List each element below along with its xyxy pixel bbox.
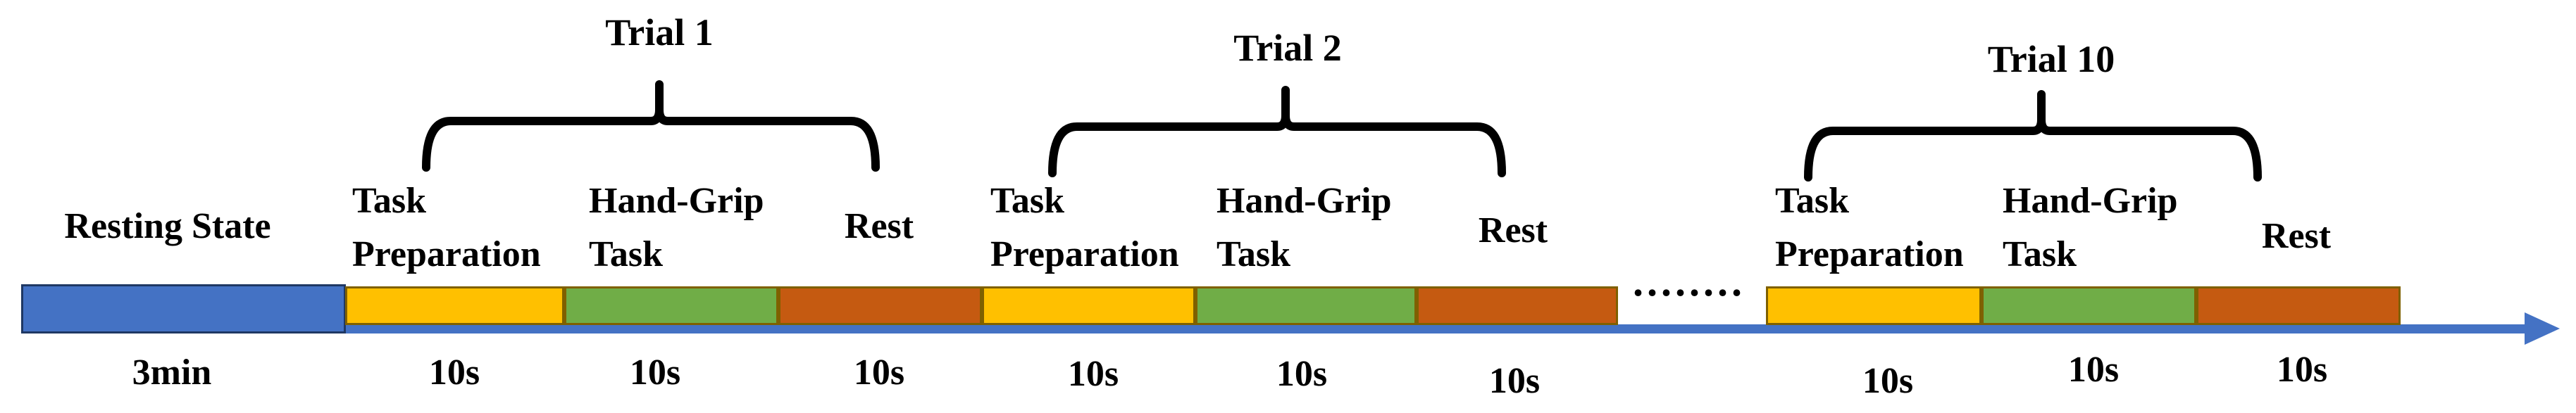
trial10-task-preparation-duration: 10s xyxy=(1862,361,1914,401)
trial10-brace xyxy=(1804,90,2262,182)
trial1-task-preparation-label: Task Preparation xyxy=(352,181,541,274)
trial2-hand-grip-task-label: Hand-Grip Task xyxy=(1217,181,1392,274)
trial2-title: Trial 2 xyxy=(1233,27,1342,69)
trial2-rest-segment xyxy=(1417,286,1618,325)
trial10-hand-grip-task-duration: 10s xyxy=(2067,350,2120,390)
trial10-rest-segment xyxy=(2196,286,2401,325)
trial1-task-preparation-segment xyxy=(345,286,564,325)
trial1-rest-duration: 10s xyxy=(853,352,905,393)
trial1-hand-grip-task-label: Hand-Grip Task xyxy=(589,181,764,274)
trial1-hand-grip-task-segment xyxy=(564,286,778,325)
trial1-brace xyxy=(422,80,880,172)
trial10-hand-grip-task-label: Hand-Grip Task xyxy=(2003,181,2178,274)
resting-state-label: Resting State xyxy=(64,206,271,246)
trial2-task-preparation-segment xyxy=(982,286,1195,325)
trial10-rest-duration: 10s xyxy=(2276,350,2328,390)
trial1-title: Trial 1 xyxy=(605,11,714,53)
trial2-rest-duration: 10s xyxy=(1488,361,1541,401)
timeline-arrowhead-icon xyxy=(2525,312,2560,345)
trial2-hand-grip-task-segment xyxy=(1195,286,1417,325)
timeline-line xyxy=(21,324,2527,333)
trial1-task-preparation-duration: 10s xyxy=(428,352,480,393)
trial10-rest-label: Rest xyxy=(2261,216,2332,256)
trial10-hand-grip-task-segment xyxy=(1981,286,2196,325)
trial2-task-preparation-duration: 10s xyxy=(1067,354,1119,394)
trial1-rest-segment xyxy=(778,286,982,325)
trial2-hand-grip-task-duration: 10s xyxy=(1276,354,1328,394)
trial10-title: Trial 10 xyxy=(1987,38,2115,80)
trial1-rest-label: Rest xyxy=(844,206,914,246)
trial2-brace xyxy=(1048,86,1506,177)
trial10-task-preparation-label: Task Preparation xyxy=(1775,181,1964,274)
ellipsis-dots: ........ xyxy=(1633,258,1746,305)
trial1-hand-grip-task-duration: 10s xyxy=(629,352,681,393)
trial2-task-preparation-label: Task Preparation xyxy=(990,181,1179,274)
resting-state-segment xyxy=(21,284,346,333)
trial2-rest-label: Rest xyxy=(1478,210,1548,250)
resting-state-duration: 3min xyxy=(132,352,212,393)
trial10-task-preparation-segment xyxy=(1766,286,1981,325)
